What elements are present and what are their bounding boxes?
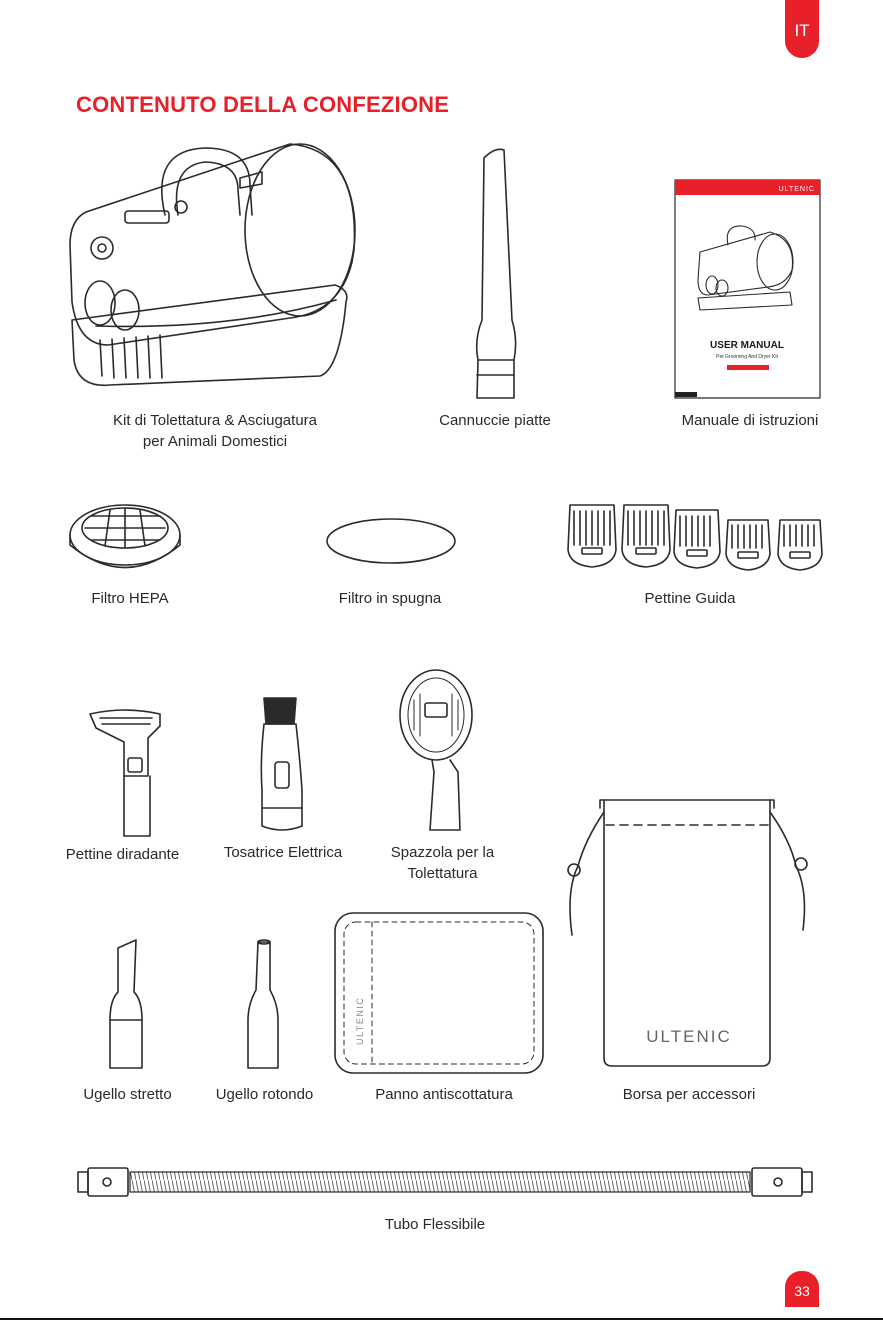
sponge-filter-illustration [326, 518, 456, 564]
caption-sponge-filter: Filtro in spugna [338, 590, 442, 607]
language-tab: IT [785, 0, 819, 58]
round-nozzle-illustration [247, 939, 279, 1069]
caption-guide-comb: Pettine Guida [644, 590, 736, 607]
manual-cover-brand: ULTENIC [779, 186, 815, 193]
caption-electric-trimmer: Tosatrice Elettrica [223, 844, 343, 861]
thinning-comb-illustration [89, 709, 161, 837]
caption-accessory-bag: Borsa per accessori [622, 1086, 756, 1103]
narrow-nozzle-illustration [109, 939, 143, 1069]
caption-hepa-filter: Filtro HEPA [91, 590, 169, 607]
manual-cover-heading: USER MANUAL [710, 340, 784, 351]
accessory-bag-illustration [567, 799, 808, 1067]
caption-manual: Manuale di istruzioni [681, 412, 819, 429]
grooming-kit-illustration [69, 143, 356, 387]
flexible-hose-illustration [77, 1167, 813, 1197]
caption-thinning-comb: Pettine diradante [65, 846, 180, 863]
manual-illustration [674, 179, 821, 399]
caption-flexible-hose: Tubo Flessibile [384, 1216, 486, 1233]
page-title: CONTENUTO DELLA CONFEZIONE [76, 92, 450, 117]
guide-combs-illustration [567, 504, 823, 571]
manual-cover-subtitle: Pet Grooming And Dryer Kit [716, 354, 778, 360]
hepa-filter-illustration [69, 504, 181, 569]
bottom-rule [0, 1318, 883, 1320]
caption-narrow-nozzle: Ugello stretto [83, 1086, 172, 1103]
caption-round-nozzle: Ugello rotondo [215, 1086, 314, 1103]
flat-nozzle-illustration [475, 148, 517, 399]
page-number: 33 [785, 1271, 819, 1307]
electric-trimmer-illustration [260, 697, 303, 831]
heat-mat-illustration [334, 912, 544, 1074]
mat-brand-label: ULTENIC [355, 997, 365, 1045]
grooming-brush-illustration [399, 669, 473, 831]
bag-brand-label: ULTENIC [646, 1027, 731, 1046]
caption-flat-nozzle: Cannuccie piatte [439, 412, 551, 429]
caption-heat-mat: Panno antiscottatura [375, 1086, 513, 1103]
